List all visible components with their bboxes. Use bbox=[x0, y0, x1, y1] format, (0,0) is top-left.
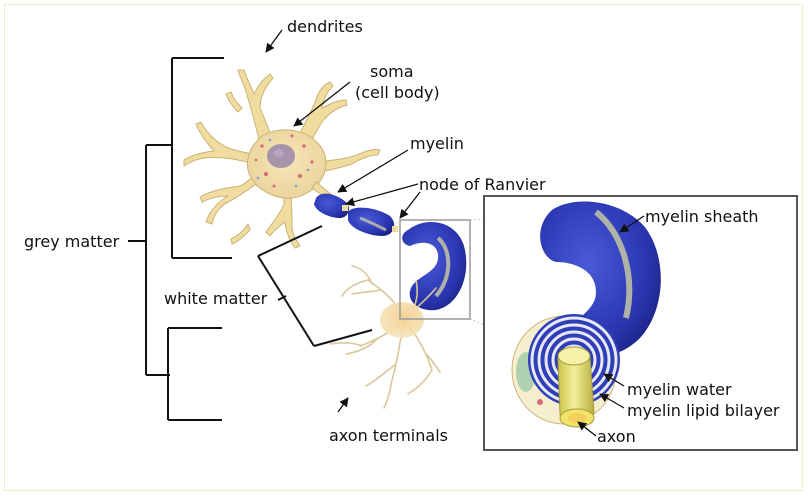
white-matter-bracket bbox=[258, 226, 372, 346]
label-myelin-lipid-bilayer: myelin lipid bilayer bbox=[627, 401, 780, 420]
myelin-curl bbox=[402, 222, 466, 310]
terminal-hub bbox=[380, 302, 424, 338]
node-gap-2 bbox=[392, 226, 398, 232]
label-node-of-ranvier: node of Ranvier bbox=[419, 175, 546, 194]
label-cell-body: (cell body) bbox=[355, 83, 440, 102]
label-myelin: myelin bbox=[410, 134, 464, 153]
label-white-matter: white matter bbox=[164, 289, 268, 308]
node-gap-1 bbox=[342, 205, 348, 211]
grey-matter-bracket bbox=[128, 58, 232, 420]
label-soma: soma bbox=[370, 62, 414, 81]
label-axon-terminals: axon terminals bbox=[329, 426, 448, 445]
label-dendrites: dendrites bbox=[287, 17, 363, 36]
myelin-segments bbox=[314, 194, 466, 311]
axon-terminals-arrow bbox=[338, 398, 348, 412]
myelin-arrow bbox=[338, 150, 408, 192]
nucleolus bbox=[274, 149, 284, 157]
label-grey-matter: grey matter bbox=[24, 232, 120, 251]
node-arrow-2 bbox=[400, 192, 420, 218]
node-arrow-1 bbox=[346, 184, 418, 204]
label-myelin-sheath: myelin sheath bbox=[645, 207, 759, 226]
label-axon: axon bbox=[597, 427, 636, 446]
dendrites-arrow bbox=[266, 30, 282, 52]
label-myelin-water: myelin water bbox=[627, 380, 732, 399]
